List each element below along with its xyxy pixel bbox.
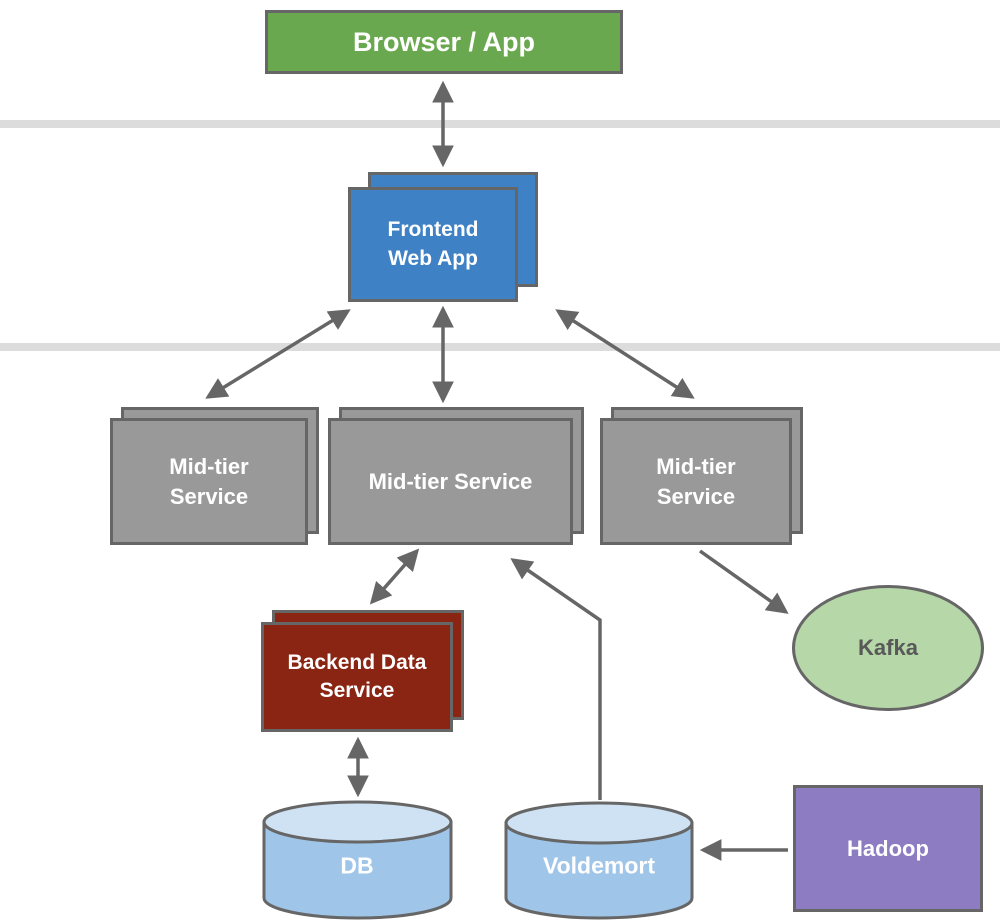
voldemort-label: Voldemort bbox=[542, 852, 656, 879]
backend-data-service-front: Backend Data Service bbox=[261, 622, 453, 732]
arrow-midtier-kafka bbox=[698, 549, 789, 614]
arrow-midtier-backend bbox=[369, 548, 420, 605]
mid-tier-left-front: Mid-tier Service bbox=[110, 418, 308, 545]
arrow-frontend-midtier-left bbox=[205, 309, 351, 399]
kafka-node: Kafka bbox=[792, 585, 984, 711]
mid-tier-right-label: Mid-tier Service bbox=[656, 453, 736, 509]
db-label: DB bbox=[340, 852, 374, 879]
mid-tier-left-label: Mid-tier Service bbox=[169, 453, 249, 509]
arrow-voldemort-midtier bbox=[510, 558, 602, 800]
hadoop-label: Hadoop bbox=[847, 835, 929, 861]
frontend-web-app-label: Frontend Web App bbox=[387, 218, 479, 270]
kafka-label: Kafka bbox=[858, 635, 918, 660]
browser-app-node: Browser / App bbox=[265, 10, 623, 74]
mid-tier-center-front: Mid-tier Service bbox=[328, 418, 573, 545]
hadoop-node: Hadoop bbox=[793, 785, 983, 912]
mid-tier-center-label: Mid-tier Service bbox=[368, 468, 533, 494]
mid-tier-center-node: Mid-tier Service bbox=[328, 407, 584, 545]
mid-tier-right-node: Mid-tier Service bbox=[600, 407, 803, 545]
frontend-web-app-node: Frontend Web App bbox=[348, 172, 538, 302]
mid-tier-right-front: Mid-tier Service bbox=[600, 418, 792, 545]
arrow-frontend-midtier-right bbox=[555, 309, 695, 399]
browser-app-label: Browser / App bbox=[352, 26, 536, 57]
tier-divider-2 bbox=[0, 343, 1000, 351]
mid-tier-left-node: Mid-tier Service bbox=[110, 407, 319, 545]
tier-divider-1 bbox=[0, 120, 1000, 128]
backend-data-service-node: Backend Data Service bbox=[261, 610, 464, 732]
backend-data-service-label: Backend Data Service bbox=[287, 650, 427, 702]
frontend-web-app-front: Frontend Web App bbox=[348, 187, 518, 302]
